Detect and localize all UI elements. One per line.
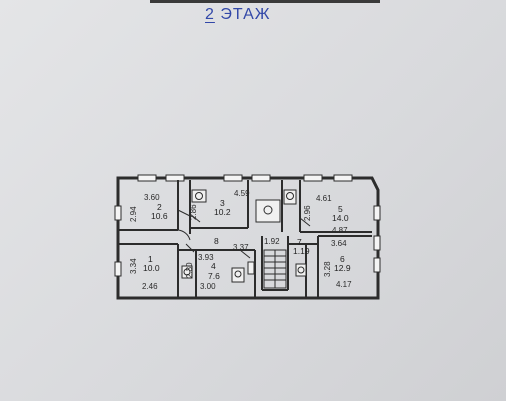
dim-stair: 1.92 — [264, 237, 280, 246]
dim-room1-left: 3.34 — [129, 258, 138, 274]
room-4-area: 7.6 — [208, 271, 220, 281]
dim-room5-left: 2.96 — [303, 205, 312, 221]
dim-room2-top: 3.60 — [144, 193, 160, 202]
dim-room3-left: 2.86 — [189, 204, 198, 220]
dim-corridor-a: 3.37 — [233, 243, 249, 252]
room-1-number: 1 — [148, 254, 153, 264]
windows — [114, 174, 381, 277]
room-2-number: 2 — [157, 202, 162, 212]
dim-room1-right: 2.30 — [185, 262, 194, 278]
room-3-area: 10.2 — [214, 207, 231, 217]
floor-title: 2 ЭТАЖ — [205, 6, 271, 24]
dimension-labels: 3.60 4.59 4.61 2.94 2.86 2.96 4.87 3.64 … — [129, 189, 352, 291]
dim-room4-bottom: 3.00 — [200, 282, 216, 291]
dim-room6-left: 3.28 — [323, 261, 332, 277]
floor-label: ЭТАЖ — [220, 6, 271, 23]
stairs — [263, 249, 287, 289]
room-2-area: 10.6 — [151, 211, 168, 221]
dim-room5-top: 4.61 — [316, 194, 332, 203]
room-3-number: 3 — [220, 198, 225, 208]
room-8-number: 8 — [214, 236, 219, 246]
room-5-area: 14.0 — [332, 213, 349, 223]
dim-room6-bottom: 4.17 — [336, 280, 352, 289]
room-6-number: 6 — [340, 254, 345, 264]
room-4-number: 4 — [211, 261, 216, 271]
door-swings — [177, 209, 311, 259]
room-labels: 2 10.6 3 10.2 5 14.0 8 7 1.19 1 10.0 4 7… — [143, 198, 351, 281]
bathroom-fixtures — [181, 189, 307, 283]
interior-walls — [118, 180, 372, 298]
room-7-area: 1.19 — [293, 246, 310, 256]
room-6-area: 12.9 — [334, 263, 351, 273]
sheet-top-edge — [150, 0, 380, 3]
floor-number: 2 — [205, 6, 215, 23]
room-7-number: 7 — [297, 237, 302, 247]
room-1-area: 10.0 — [143, 263, 160, 273]
dim-room6-top: 3.64 — [331, 239, 347, 248]
room-5-number: 5 — [338, 204, 343, 214]
dim-room1-bottom: 2.46 — [142, 282, 158, 291]
dim-corridor-top: 4.59 — [234, 189, 250, 198]
dim-room5-bottom: 4.87 — [332, 226, 348, 235]
dim-corridor-b: 3.93 — [198, 253, 214, 262]
dim-room2-left: 2.94 — [129, 206, 138, 222]
